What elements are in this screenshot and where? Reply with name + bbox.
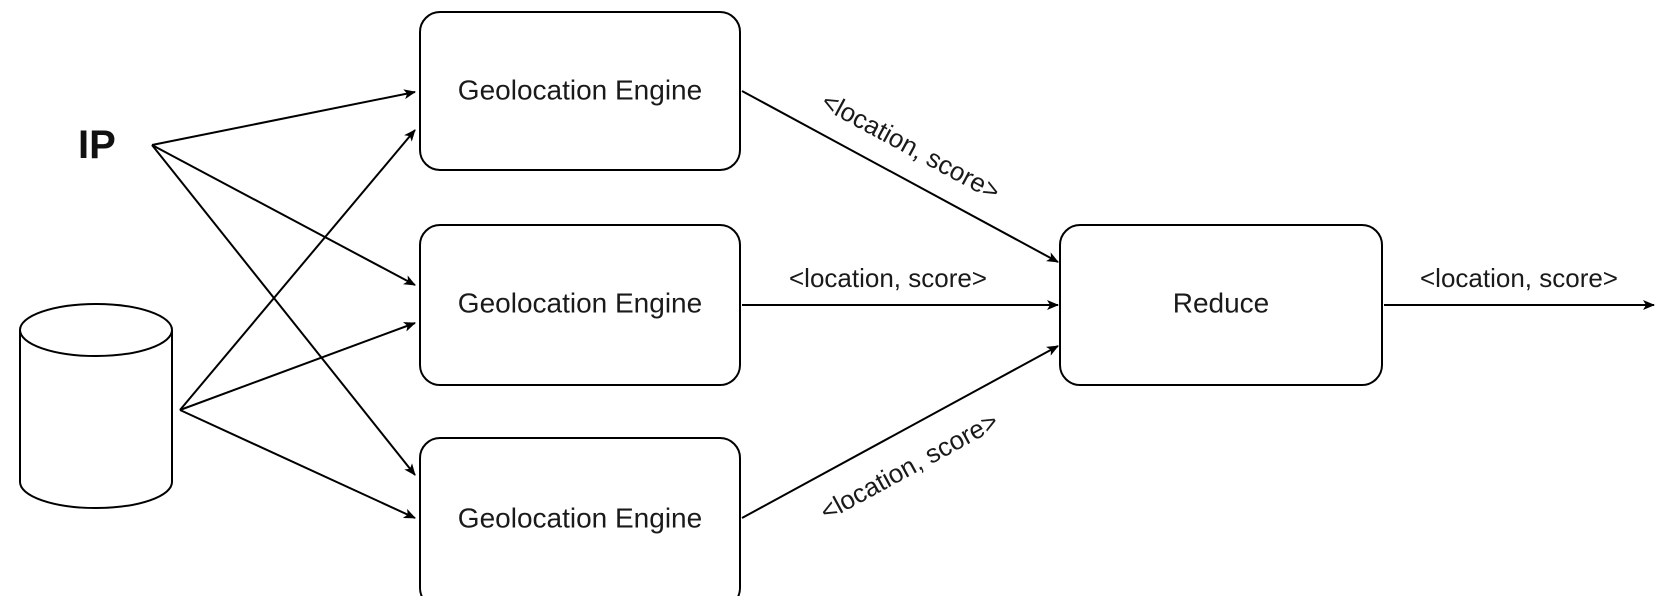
reduce-label: Reduce xyxy=(1173,287,1270,318)
edge-label-engine-2: <location, score> xyxy=(789,263,987,293)
geolocation-engine-1-label: Geolocation Engine xyxy=(458,74,702,105)
database-cylinder-icon xyxy=(19,303,173,509)
edge-ip-to-engine-1 xyxy=(151,89,416,146)
geolocation-engine-3: Geolocation Engine xyxy=(419,437,741,596)
geolocation-engine-3-label: Geolocation Engine xyxy=(458,502,702,533)
edge-db-to-engine-1 xyxy=(179,129,416,411)
reduce-node: Reduce xyxy=(1059,224,1383,386)
geolocation-engine-2: Geolocation Engine xyxy=(419,224,741,386)
edge-ip-to-engine-3 xyxy=(151,144,416,476)
edge-label-output: <location, score> xyxy=(1420,263,1618,293)
edge-db-to-engine-3 xyxy=(179,409,416,519)
edge-engine-1-to-reduce xyxy=(741,90,1059,263)
ip-label: IP xyxy=(78,123,116,167)
edge-ip-to-engine-2 xyxy=(151,144,416,286)
edge-db-to-engine-2 xyxy=(179,322,416,411)
edge-engine-3-to-reduce xyxy=(741,345,1059,519)
edge-label-engine-3: <location, score> xyxy=(815,406,1003,527)
geolocation-engine-1: Geolocation Engine xyxy=(419,11,741,171)
geolocation-engine-2-label: Geolocation Engine xyxy=(458,287,702,318)
